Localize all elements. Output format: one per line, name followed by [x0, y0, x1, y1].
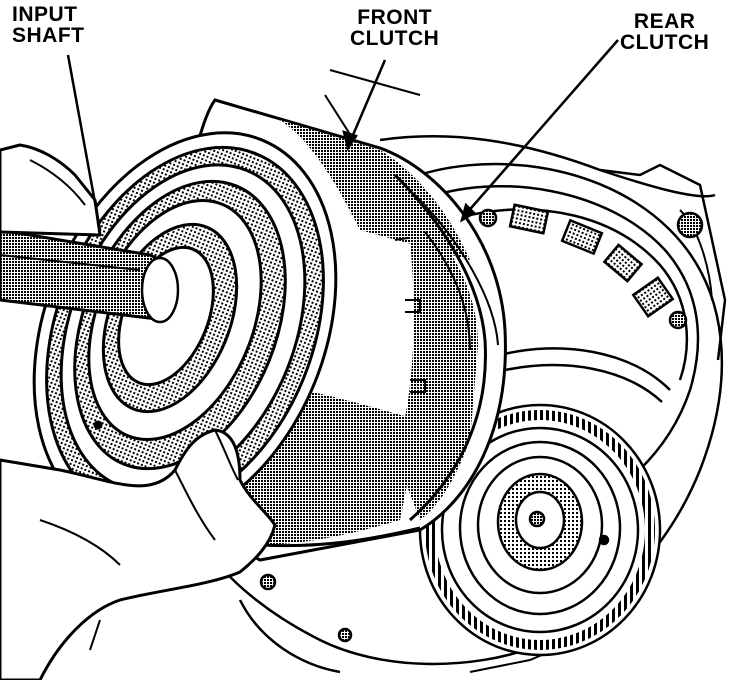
leader-front-clutch-arrow: [342, 130, 358, 152]
leader-input-shaft: [66, 54, 102, 231]
label-input-shaft: INPUT SHAFT: [12, 4, 85, 46]
technician-hands: [0, 143, 277, 680]
rear-clutch-retainer: [259, 185, 704, 643]
input-shaft: [0, 228, 180, 324]
label-front-clutch-line1: FRONT: [357, 6, 433, 29]
label-input-shaft-line2: SHAFT: [12, 24, 85, 47]
label-rear-clutch-line1: REAR: [633, 10, 696, 33]
label-front-clutch: FRONT CLUTCH: [350, 7, 439, 49]
label-front-clutch-line2: CLUTCH: [350, 27, 440, 50]
leader-rear-clutch-arrow: [460, 202, 477, 223]
label-input-shaft-line1: INPUT: [12, 3, 78, 26]
label-rear-clutch: REAR CLUTCH: [620, 11, 709, 53]
transmission-case: [214, 69, 727, 674]
label-rear-clutch-line2: CLUTCH: [620, 31, 710, 54]
leader-rear-clutch: [464, 39, 619, 216]
leader-front-clutch: [348, 59, 387, 143]
callout-leaders: [66, 39, 619, 231]
